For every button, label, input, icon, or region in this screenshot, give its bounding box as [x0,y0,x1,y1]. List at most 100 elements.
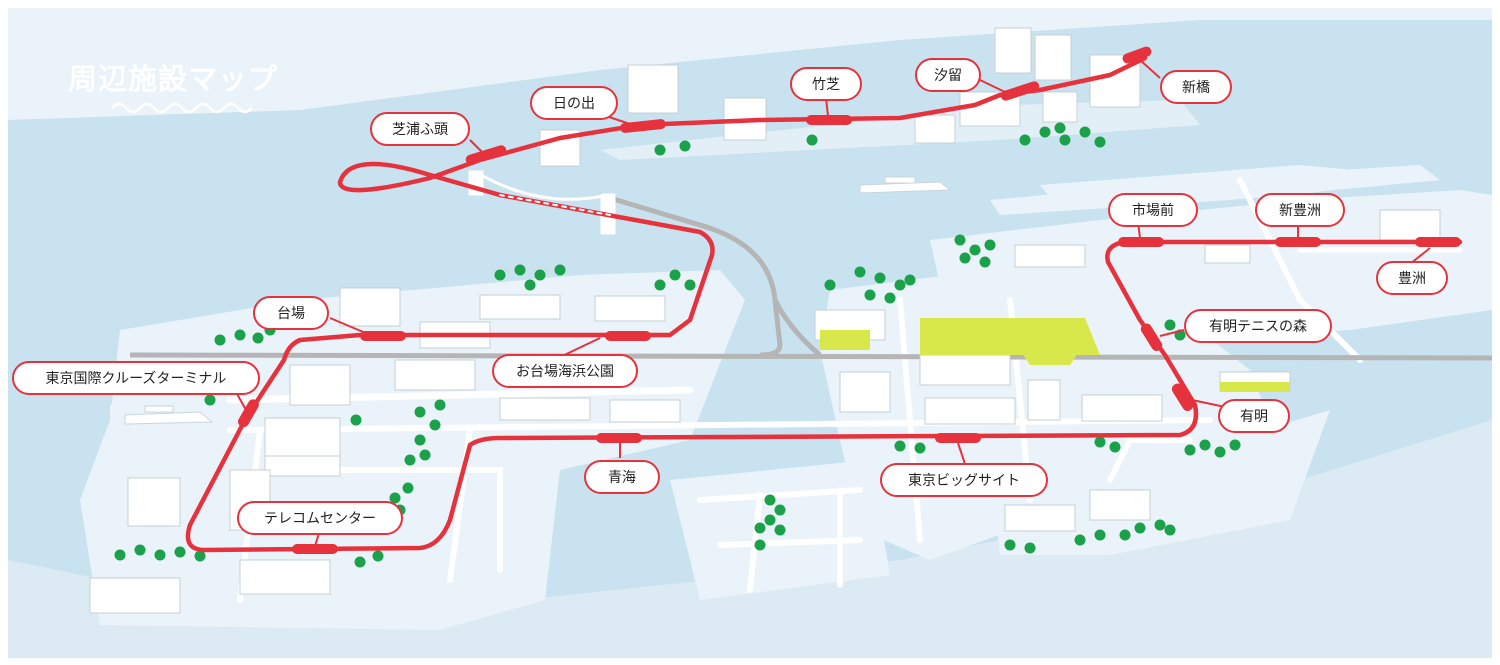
tree-icon [350,414,362,426]
tree-icon [1079,126,1091,138]
tree-icon [429,419,441,431]
station-marker [620,119,666,133]
tree-icon [524,279,536,291]
tree-icon [654,144,666,156]
station-marker [1275,237,1321,247]
station-marker [596,433,642,443]
station-label-shimbashi[interactable]: 新橋 [1160,70,1232,104]
station-label-cruise-terminal[interactable]: 東京国際クルーズターミナル [12,361,260,395]
station-marker [1122,46,1152,64]
tree-icon [1164,319,1176,331]
station-marker [806,115,852,125]
tree-icon [884,292,896,304]
tree-icon [959,252,971,264]
tree-icon [979,256,991,268]
station-marker [360,331,406,341]
trees [114,122,1241,568]
tree-icon [864,289,876,301]
tree-icon [1054,122,1066,134]
station-marker [465,145,507,165]
station-marker [605,331,651,341]
tree-icon [1184,444,1196,456]
station-marker [238,399,259,428]
tree-icon [372,550,384,562]
tree-icon [969,244,981,256]
ship-icon [859,176,952,194]
tree-icon [954,234,966,246]
island-toyosu [930,190,1492,340]
tree-icon [419,449,431,461]
tree-icon [114,549,126,561]
station-label-takeshiba[interactable]: 竹芝 [790,67,862,101]
station-marker [1000,81,1040,101]
station-label-shibaura-futo[interactable]: 芝浦ふ頭 [370,112,470,146]
tree-icon [414,434,426,446]
tree-icon [402,482,414,494]
tree-icon [774,524,786,536]
station-marker [1118,237,1164,247]
station-label-shijo-mae[interactable]: 市場前 [1108,193,1198,227]
tree-icon [774,504,786,516]
station-marker [1140,323,1163,352]
tree-icon [434,399,446,411]
tree-icon [806,134,818,146]
tree-icon [754,522,766,534]
line-bridge-dash [499,194,611,216]
tree-icon [1024,542,1036,554]
station-label-big-sight[interactable]: 東京ビッグサイト [880,463,1048,497]
tree-icon [914,442,926,454]
station-label-shiodome[interactable]: 汐留 [915,58,981,92]
tree-icon [204,394,216,406]
tree-icon [554,264,566,276]
tree-icon [252,332,264,344]
station-label-telecom-center[interactable]: テレコムセンター [237,501,403,535]
tree-icon [1109,441,1121,453]
station-marker [292,544,338,554]
tree-icon [764,514,776,526]
road [697,487,863,593]
line-upper [337,55,1148,198]
wave-decoration-icon [112,102,252,114]
station-markers [238,46,1461,554]
tree-icon [534,269,546,281]
tree-icon [174,546,186,558]
road [1107,437,1193,483]
tree-icon [754,539,766,551]
tree-icon [214,334,226,346]
tree-icon [354,556,366,568]
tree-icon [1039,126,1051,138]
station-marker [935,433,981,443]
tree-icon [1094,436,1106,448]
station-label-odaiba-kaihinkoen[interactable]: お台場海浜公園 [492,354,638,388]
tree-icon [894,440,906,452]
tree-icon [1019,134,1031,146]
tree-icon [1119,529,1131,541]
station-label-toyosu[interactable]: 豊洲 [1376,261,1448,295]
station-label-hinode[interactable]: 日の出 [530,86,618,120]
tree-icon [1134,522,1146,534]
road [227,417,1213,433]
station-label-daiba[interactable]: 台場 [253,296,329,330]
station-label-ariake[interactable]: 有明 [1218,399,1290,433]
station-label-shin-toyosu[interactable]: 新豊洲 [1255,193,1345,227]
tree-icon [1094,529,1106,541]
tree-icon [904,274,916,286]
sea-south [8,420,1492,658]
tree-icon [1074,534,1086,546]
tree-icon [404,454,416,466]
station-label-aomi[interactable]: 青海 [584,460,660,494]
road [307,467,503,573]
yurikamome-line [185,55,1463,553]
road [897,297,923,543]
tree-icon [1199,439,1211,451]
tree-icon [1214,446,1226,458]
tree-icon [514,264,526,276]
station-marker [1415,237,1461,247]
tree-icon [154,549,166,561]
tree-icon [134,544,146,556]
station-label-ariake-tennis[interactable]: 有明テニスの森 [1184,309,1332,343]
ship-icon [124,405,214,425]
tree-icon [389,492,401,504]
tree-icon [1154,519,1166,531]
